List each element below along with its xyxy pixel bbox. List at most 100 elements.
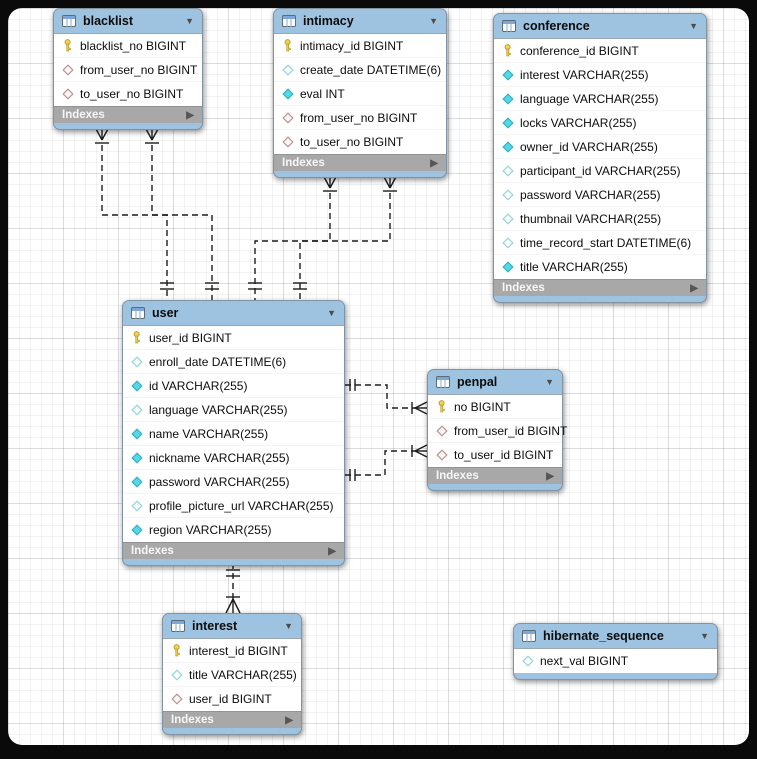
column-row[interactable]: intimacy_id BIGINT bbox=[274, 34, 446, 58]
collapse-arrow-icon[interactable]: ▼ bbox=[327, 308, 336, 318]
expand-arrow-icon[interactable]: ▶ bbox=[186, 109, 194, 121]
column-row[interactable]: to_user_id BIGINT bbox=[428, 443, 562, 467]
connection-intimacy-from_user_no-user[interactable] bbox=[248, 174, 338, 300]
connection-blacklist-to_user_no-user[interactable] bbox=[144, 126, 219, 300]
column-row[interactable]: to_user_no BIGINT bbox=[54, 82, 202, 106]
column-row[interactable]: time_record_start DATETIME(6) bbox=[494, 231, 706, 255]
column-row[interactable]: region VARCHAR(255) bbox=[123, 518, 344, 542]
indexes-section[interactable]: Indexes▶ bbox=[54, 106, 202, 123]
column-icon-wrap bbox=[281, 111, 294, 124]
collapse-arrow-icon[interactable]: ▼ bbox=[429, 16, 438, 26]
column-label: region VARCHAR(255) bbox=[149, 523, 272, 537]
expand-arrow-icon[interactable]: ▶ bbox=[690, 282, 698, 294]
column-row[interactable]: locks VARCHAR(255) bbox=[494, 111, 706, 135]
primary-key-icon bbox=[133, 331, 140, 344]
indexes-label: Indexes bbox=[436, 470, 479, 482]
table-header[interactable]: user▼ bbox=[123, 301, 344, 325]
connection-intimacy-to_user_no-user[interactable] bbox=[293, 174, 398, 300]
foreign-key-icon bbox=[61, 63, 74, 76]
column-row[interactable]: conference_id BIGINT bbox=[494, 39, 706, 63]
column-notnull-icon bbox=[281, 87, 294, 100]
connection-blacklist-from_user_no-user[interactable] bbox=[94, 126, 174, 300]
column-row[interactable]: title VARCHAR(255) bbox=[494, 255, 706, 279]
collapse-arrow-icon[interactable]: ▼ bbox=[545, 377, 554, 387]
column-row[interactable]: id VARCHAR(255) bbox=[123, 374, 344, 398]
expand-arrow-icon[interactable]: ▶ bbox=[430, 157, 438, 169]
column-row[interactable]: blacklist_no BIGINT bbox=[54, 34, 202, 58]
column-row[interactable]: next_val BIGINT bbox=[514, 649, 717, 673]
connection-user-penpal-from_user_id[interactable] bbox=[345, 379, 428, 415]
indexes-section[interactable]: Indexes▶ bbox=[274, 154, 446, 171]
table-icon bbox=[522, 630, 536, 642]
column-row[interactable]: interest_id BIGINT bbox=[163, 639, 301, 663]
column-row[interactable]: create_date DATETIME(6) bbox=[274, 58, 446, 82]
column-row[interactable]: enroll_date DATETIME(6) bbox=[123, 350, 344, 374]
column-notnull-icon bbox=[130, 524, 143, 536]
table-header[interactable]: blacklist ▼ bbox=[54, 9, 202, 33]
table-header[interactable]: penpal▼ bbox=[428, 370, 562, 394]
column-row[interactable]: profile_picture_url VARCHAR(255) bbox=[123, 494, 344, 518]
table-penpal[interactable]: penpal▼no BIGINT from_user_id BIGINT to_us… bbox=[427, 369, 567, 491]
column-icon-wrap bbox=[435, 449, 448, 461]
column-icon-wrap bbox=[281, 63, 294, 76]
column-row[interactable]: user_id BIGINT bbox=[123, 326, 344, 350]
indexes-section[interactable]: Indexes▶ bbox=[494, 279, 706, 296]
expand-arrow-icon[interactable]: ▶ bbox=[285, 714, 293, 726]
table-header[interactable]: conference▼ bbox=[494, 14, 706, 38]
collapse-arrow-icon[interactable]: ▼ bbox=[185, 16, 194, 26]
column-label: password VARCHAR(255) bbox=[149, 474, 290, 489]
column-row[interactable]: password VARCHAR(255) bbox=[494, 183, 706, 207]
collapse-arrow-icon[interactable]: ▼ bbox=[689, 21, 698, 31]
table-header[interactable]: intimacy▼ bbox=[274, 9, 446, 33]
column-label: password VARCHAR(255) bbox=[520, 187, 661, 202]
indexes-section[interactable]: Indexes▶ bbox=[123, 542, 344, 559]
column-row[interactable]: nickname VARCHAR(255) bbox=[123, 446, 344, 470]
column-row[interactable]: password VARCHAR(255) bbox=[123, 470, 344, 494]
indexes-section[interactable]: Indexes▶ bbox=[163, 711, 301, 728]
column-label: from_user_no BIGINT bbox=[300, 110, 418, 125]
column-label: eval INT bbox=[300, 86, 345, 101]
collapse-arrow-icon[interactable]: ▼ bbox=[700, 631, 709, 641]
table-hibernate_sequence[interactable]: hibernate_sequence▼next_val BIGINT bbox=[513, 623, 718, 680]
column-label: from_user_id BIGINT bbox=[454, 423, 568, 438]
collapse-arrow-icon[interactable]: ▼ bbox=[284, 621, 293, 631]
column-row[interactable]: interest VARCHAR(255) bbox=[494, 63, 706, 87]
column-row[interactable]: name VARCHAR(255) bbox=[123, 422, 344, 446]
column-row[interactable]: owner_id VARCHAR(255) bbox=[494, 135, 706, 159]
column-row[interactable]: language VARCHAR(255) bbox=[494, 87, 706, 111]
column-row[interactable]: no BIGINT bbox=[428, 395, 562, 419]
column-row[interactable]: participant_id VARCHAR(255) bbox=[494, 159, 706, 183]
column-icon-wrap bbox=[501, 92, 514, 105]
column-row[interactable]: title VARCHAR(255) bbox=[163, 663, 301, 687]
column-row[interactable]: language VARCHAR(255) bbox=[123, 398, 344, 422]
table-icon bbox=[282, 15, 296, 27]
column-row[interactable]: to_user_no BIGINT bbox=[274, 130, 446, 154]
column-row[interactable]: from_user_no BIGINT bbox=[274, 106, 446, 130]
expand-arrow-icon[interactable]: ▶ bbox=[328, 545, 336, 557]
column-icon-wrap bbox=[501, 236, 514, 249]
column-row[interactable]: from_user_no BIGINT bbox=[54, 58, 202, 82]
column-row[interactable]: from_user_id BIGINT bbox=[428, 419, 567, 443]
column-row[interactable]: eval INT bbox=[274, 82, 446, 106]
column-nullable-icon bbox=[170, 668, 183, 681]
table-header[interactable]: hibernate_sequence▼ bbox=[514, 624, 717, 648]
table-title: blacklist bbox=[83, 14, 134, 28]
column-icon-wrap bbox=[61, 88, 74, 100]
connection-user-interest-user_id[interactable] bbox=[225, 563, 241, 614]
indexes-section[interactable]: Indexes ▶ bbox=[428, 467, 562, 484]
column-label: owner_id VARCHAR(255) bbox=[520, 139, 658, 154]
connection-user-penpal-to_user_id[interactable] bbox=[345, 444, 428, 481]
expand-arrow-icon[interactable]: ▶ bbox=[546, 470, 554, 482]
table-header[interactable]: interest▼ bbox=[163, 614, 301, 638]
column-row[interactable]: user_id BIGINT bbox=[163, 687, 301, 711]
column-label: title VARCHAR(255) bbox=[520, 260, 628, 274]
column-row[interactable]: thumbnail VARCHAR(255) bbox=[494, 207, 706, 231]
